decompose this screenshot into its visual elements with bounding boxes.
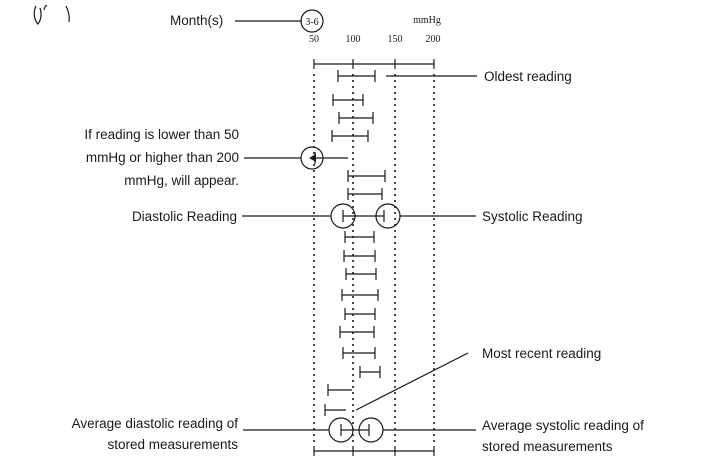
scale-tick-200: 200 — [426, 34, 441, 45]
reading-bar — [344, 231, 375, 243]
top-scale-ruler — [313, 59, 435, 69]
month-value: 3-6 — [305, 17, 318, 28]
reading-bar — [347, 170, 386, 182]
average-bar — [340, 424, 370, 436]
reading-bar — [338, 112, 374, 124]
scale-tick-150: 150 — [388, 34, 403, 45]
reading-bar — [342, 210, 385, 222]
bottom-scale-ruler — [313, 446, 435, 456]
reading-bar — [331, 130, 369, 142]
avg-diastolic-label-line2: stored measurements — [107, 437, 238, 452]
reading-bar — [341, 289, 379, 301]
reading-bar — [337, 70, 376, 82]
most-recent-leader — [355, 352, 469, 411]
out-of-range-label-line2: mmHg or higher than 200 — [86, 150, 239, 165]
reading-bar — [314, 152, 348, 164]
reading-bar — [342, 347, 376, 359]
reading-bar — [339, 326, 375, 338]
reading-bar — [343, 250, 376, 262]
avg-diastolic-label-line1: Average diastolic reading of — [72, 416, 239, 431]
reading-bar — [324, 404, 346, 416]
reading-bar — [332, 94, 364, 106]
scale-tick-100: 100 — [346, 34, 361, 45]
reading-bars — [314, 70, 386, 416]
hand-gesture-icon — [33, 5, 70, 25]
out-of-range-label-line3: mmHg, will appear. — [124, 173, 239, 188]
unit-label: mmHg — [413, 15, 441, 26]
most-recent-reading-label: Most recent reading — [482, 346, 601, 361]
reading-bar — [359, 366, 381, 378]
reading-bar — [344, 308, 376, 320]
out-of-range-label-line1: If reading is lower than 50 — [84, 127, 239, 142]
systolic-reading-label: Systolic Reading — [482, 209, 583, 224]
oldest-reading-label: Oldest reading — [484, 69, 572, 84]
month-label: Month(s) — [170, 13, 223, 28]
avg-systolic-label-line1: Average systolic reading of — [482, 418, 644, 433]
reading-bar — [327, 384, 352, 396]
reading-bar — [347, 188, 383, 200]
scale-tick-50: 50 — [309, 34, 319, 45]
diastolic-reading-label: Diastolic Reading — [132, 209, 237, 224]
reading-bar — [345, 268, 377, 280]
avg-systolic-label-line2: stored measurements — [482, 439, 613, 454]
month-value-circle — [300, 9, 324, 33]
